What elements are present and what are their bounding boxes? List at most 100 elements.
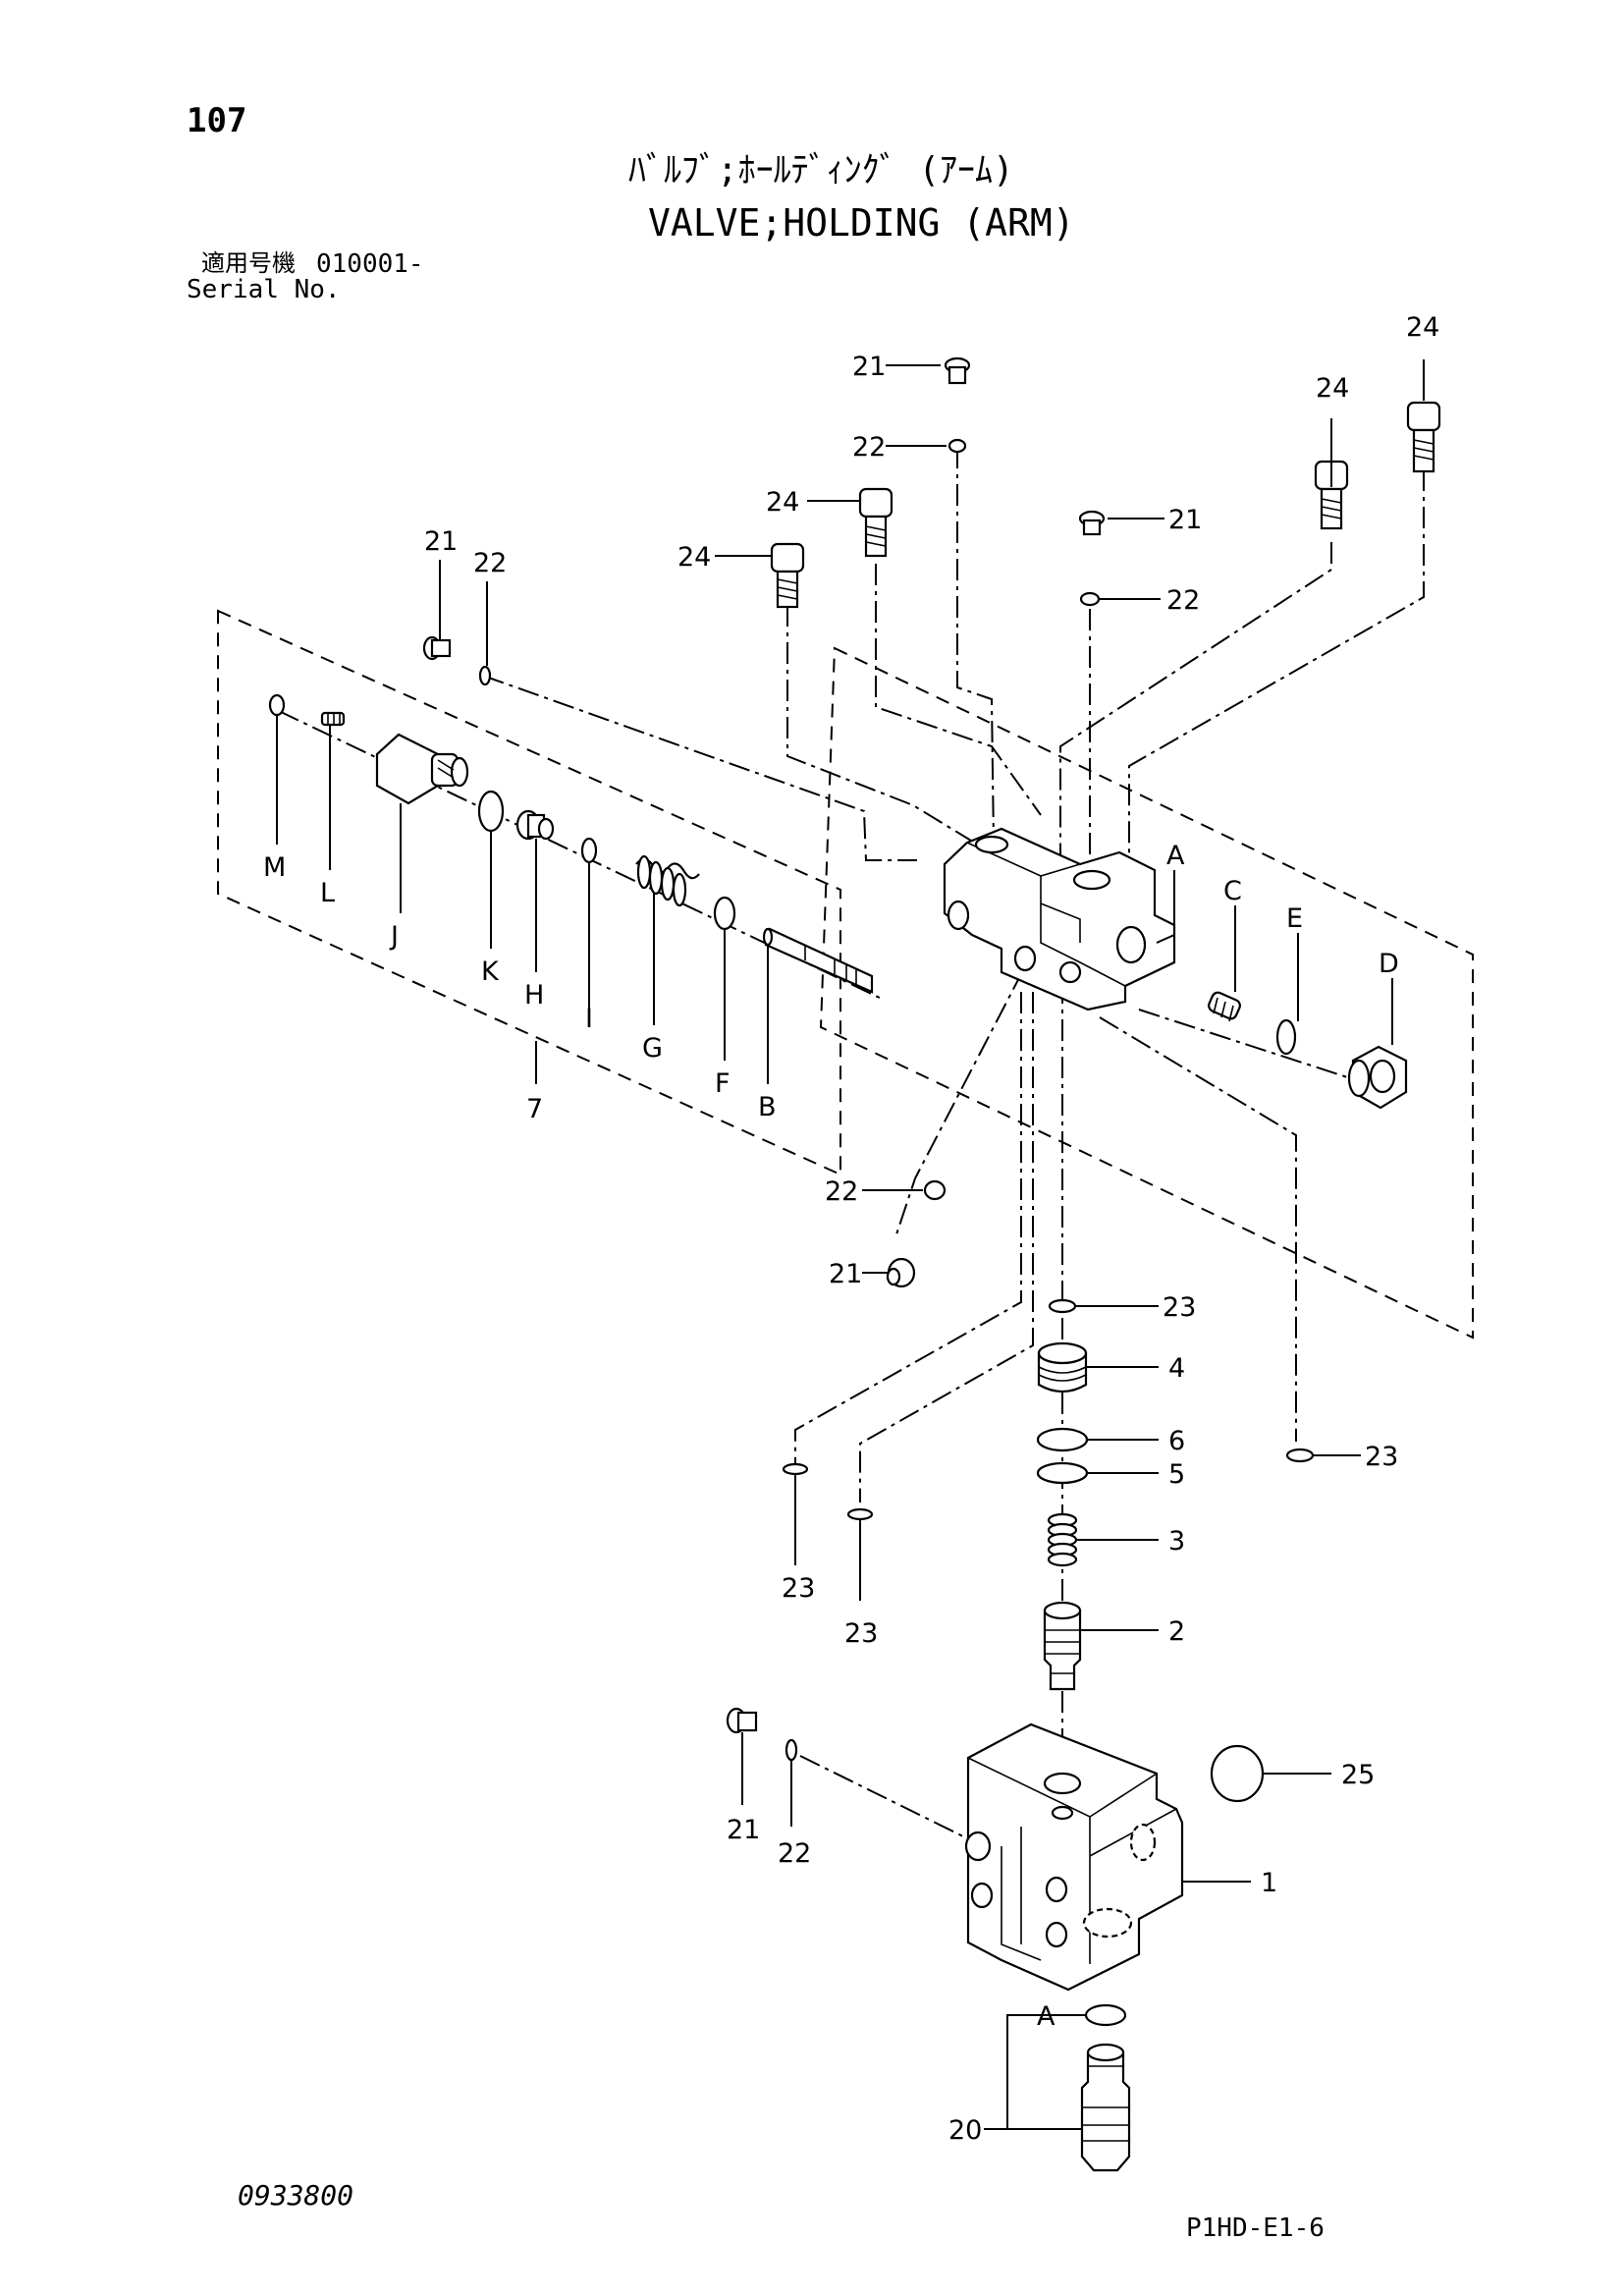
serial-label-english: Serial No.: [187, 275, 341, 304]
drain-center-line: [794, 992, 1022, 1463]
callout-5: 5: [1168, 1459, 1185, 1490]
part-3-spring: [1047, 1512, 1078, 1567]
socket-bolt-24: [858, 487, 893, 558]
plug-21: [886, 1257, 916, 1288]
o-ring-25: [1210, 1744, 1265, 1803]
plug-side-center-line: [482, 675, 917, 861]
title-japanese: ﾊﾞﾙﾌﾞ;ﾎｰﾙﾃﾞｨﾝｸﾞ (ｱｰﾑ): [628, 150, 1014, 191]
callout-7: 7: [526, 1094, 543, 1124]
plug-21: [422, 635, 452, 661]
callout-h: H: [524, 980, 544, 1011]
main-body-assembly-outline: [819, 646, 1474, 1339]
o-ring-22: [478, 665, 492, 686]
callout-c: C: [1223, 876, 1242, 906]
plug-21: [944, 356, 971, 385]
part-l-set-screw: [320, 711, 346, 727]
o-ring-22: [785, 1738, 798, 1762]
plug-21: [726, 1707, 758, 1734]
plug-21-center-line: [956, 447, 995, 846]
assembly-7-outline: [217, 609, 841, 1176]
callout-23: 23: [1163, 1292, 1196, 1323]
bolt-24-center-line: [1128, 469, 1425, 884]
callout-l: L: [320, 878, 335, 908]
socket-bolt-24: [1406, 401, 1441, 473]
callout-a: A: [1166, 841, 1185, 871]
part-h-cap: [515, 809, 555, 841]
callout-24: 24: [677, 542, 711, 573]
page-number: 107: [187, 101, 247, 140]
part-c-screw: [1208, 991, 1241, 1022]
valve-body: [943, 827, 1176, 1011]
part-5-ring: [1036, 1461, 1089, 1485]
part-2-poppet: [1043, 1601, 1082, 1691]
callout-24: 24: [766, 487, 799, 518]
drain-center-line: [859, 992, 1034, 1503]
callout-22: 22: [778, 1838, 811, 1869]
plug-21: [1078, 510, 1106, 536]
leader-line: [1156, 870, 1175, 944]
serial-value: 010001-: [316, 249, 424, 279]
callout-23: 23: [1365, 1442, 1398, 1472]
page-code: P1HD-E1-6: [1186, 2214, 1325, 2243]
lower-plug-center-line: [799, 1755, 968, 1839]
callout-21: 21: [829, 1259, 862, 1289]
callout-i: I: [585, 1004, 593, 1034]
callout-a: A: [1037, 2001, 1056, 2032]
callout-3: 3: [1168, 1526, 1185, 1557]
o-ring-22: [1079, 591, 1101, 607]
callout-e: E: [1286, 903, 1303, 934]
callout-23: 23: [782, 1573, 815, 1604]
part-b-spool: [762, 927, 874, 994]
callout-21: 21: [424, 526, 458, 557]
side-port-center-line: [1138, 1009, 1376, 1087]
callout-1: 1: [1261, 1868, 1277, 1898]
callout-d: D: [1379, 949, 1399, 979]
callout-21: 21: [1168, 505, 1202, 535]
callout-g: G: [642, 1033, 663, 1064]
part-4-seat: [1037, 1341, 1088, 1394]
callout-m: M: [263, 852, 286, 883]
part-6-ring: [1036, 1427, 1089, 1452]
part-k-o-ring: [477, 790, 505, 833]
callout-20: 20: [948, 2115, 982, 2146]
callout-j: J: [389, 921, 399, 952]
right-port-center-line: [1099, 1016, 1297, 1442]
part-g-spring: [635, 854, 700, 907]
serial-label-japanese: 適用号機: [201, 249, 296, 277]
bolt-24-center-line: [875, 564, 1042, 816]
callout-22: 22: [473, 548, 507, 578]
part-f-washer: [713, 896, 736, 931]
callout-b: B: [758, 1092, 777, 1122]
callout-22: 22: [1166, 585, 1200, 616]
title-english: VALVE;HOLDING (ARM): [648, 201, 1075, 245]
socket-bolt-24: [770, 542, 805, 609]
callout-k: K: [481, 957, 500, 987]
callout-6: 6: [1168, 1426, 1185, 1456]
part-20-cartridge: [1080, 2043, 1131, 2172]
part-m-screw: [268, 693, 286, 717]
callout-25: 25: [1341, 1760, 1375, 1790]
callout-22: 22: [825, 1176, 858, 1207]
callout-2: 2: [1168, 1616, 1185, 1647]
leader-line: [1006, 2014, 1086, 2130]
callout-22: 22: [852, 432, 886, 463]
callout-24: 24: [1316, 373, 1349, 404]
callout-21: 21: [852, 352, 886, 382]
callout-4: 4: [1168, 1353, 1185, 1384]
callout-21: 21: [727, 1815, 760, 1845]
valve-body-1: [964, 1722, 1184, 1992]
bolt-24-center-line: [786, 605, 995, 855]
callout-24: 24: [1406, 312, 1439, 343]
part-e-o-ring: [1275, 1018, 1297, 1056]
o-ring-23: [1048, 1298, 1077, 1314]
o-ring-23: [782, 1462, 809, 1476]
drawing-number: 0933800: [238, 2179, 354, 2212]
part-i-ring: [580, 837, 598, 864]
orifice-center-line: [894, 969, 1024, 1238]
callout-f: F: [715, 1068, 731, 1099]
o-ring-23: [846, 1507, 874, 1521]
o-ring-23: [1285, 1448, 1315, 1463]
o-ring-22: [923, 1179, 947, 1201]
part-d-plug: [1347, 1045, 1408, 1110]
